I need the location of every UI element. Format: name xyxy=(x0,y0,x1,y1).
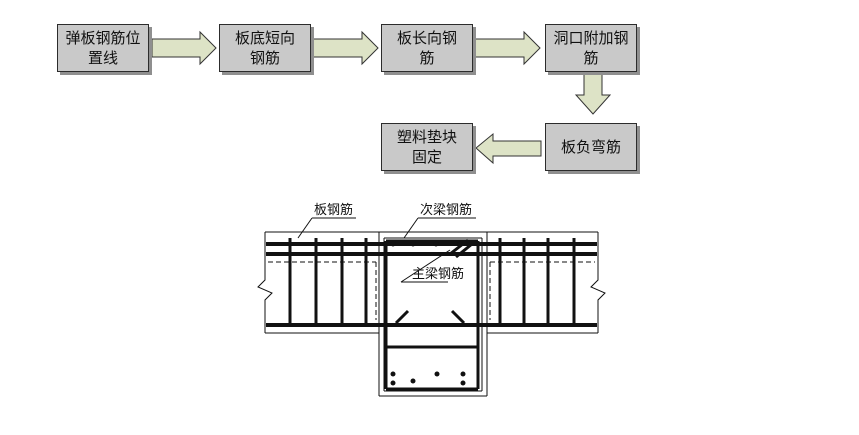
label-main-beam-rebar: 主梁钢筋 xyxy=(412,266,464,282)
flow-step-4: 洞口附加钢筋 xyxy=(545,24,637,72)
leader-lines xyxy=(297,217,476,283)
dashed-lines xyxy=(268,261,595,320)
flow-step-2-label: 板底短向钢筋 xyxy=(234,29,295,67)
flow-arrow-down xyxy=(574,72,612,115)
flow-arrow-left xyxy=(475,132,542,165)
flow-step-2: 板底短向钢筋 xyxy=(219,24,311,72)
flow-arrow-3 xyxy=(474,30,541,66)
flow-step-6-label: 塑料垫块固定 xyxy=(396,128,457,166)
label-slab-rebar: 板钢筋 xyxy=(314,202,353,218)
flow-arrow-2 xyxy=(312,30,379,66)
rebar-dots xyxy=(390,241,466,386)
label-secondary-beam-rebar: 次梁钢筋 xyxy=(420,202,472,218)
flow-step-3: 板长向钢筋 xyxy=(381,24,473,72)
flow-step-6: 塑料垫块固定 xyxy=(381,123,473,171)
flow-arrow-1 xyxy=(151,30,217,66)
flow-step-5: 板负弯筋 xyxy=(545,123,637,171)
flow-step-1-label: 弹板钢筋位置线 xyxy=(65,29,141,67)
beam-stirrup xyxy=(384,238,480,391)
flow-step-3-label: 板长向钢筋 xyxy=(396,29,457,67)
flow-step-1: 弹板钢筋位置线 xyxy=(57,24,149,72)
flow-step-4-label: 洞口附加钢筋 xyxy=(553,29,629,67)
slab-outline xyxy=(257,231,606,397)
slab-stirrups xyxy=(288,238,576,325)
flow-step-5-label: 板负弯筋 xyxy=(560,138,621,156)
main-slab-rebars xyxy=(266,242,597,327)
